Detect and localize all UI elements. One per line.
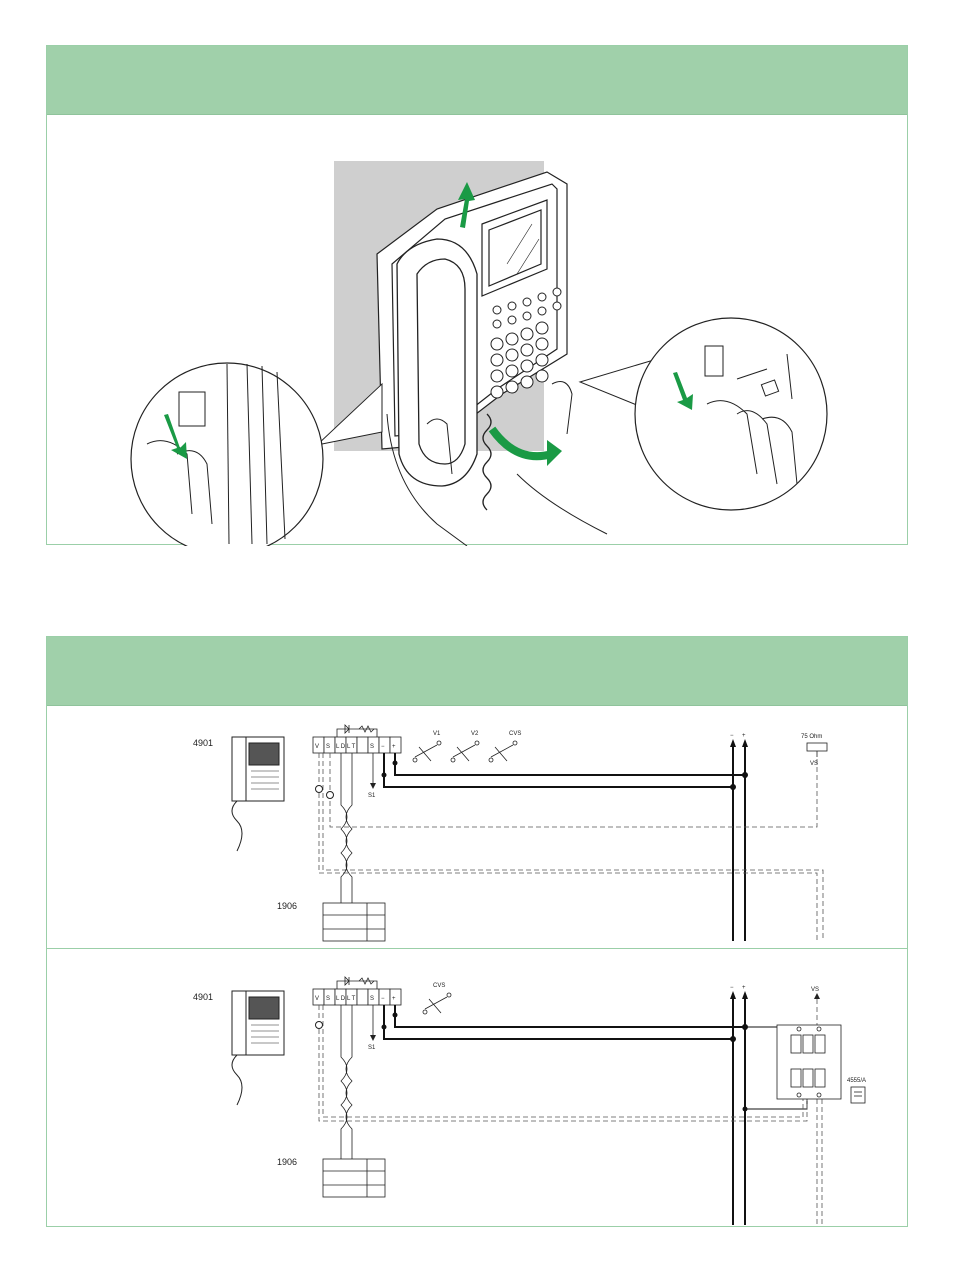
installation-illustration [130,161,828,546]
terminal-ld: L D [336,996,346,1002]
switch-label: S1 [368,793,376,799]
input-v1: V1 [433,731,441,737]
monitor-label: 4901 [193,738,213,748]
monitor-icon [231,990,285,1106]
monitor-icon [231,736,285,852]
input-cvs: CVS [509,731,521,737]
terminal-plus: + [392,744,396,750]
bus-minus: − [730,985,734,991]
handset [396,238,492,511]
terminal-plus: + [392,996,396,1002]
input-connectors [422,992,452,1015]
distributor-module [776,1024,842,1100]
monitor-label: 4901 [193,992,213,1002]
terminal-v: V [315,996,319,1002]
terminal-minus: − [381,744,385,750]
hand-outline [386,381,608,546]
up-arrow-icon [458,182,475,228]
terminal-lt: L T [347,996,356,1002]
terminal-ld: L D [336,744,346,750]
diode-resistor [336,724,378,737]
installation-panel-header [47,46,907,115]
keypad [490,287,562,399]
resistor-icon [806,742,828,752]
terminal-s2: S [370,996,374,1002]
terminal-lt: L T [347,744,356,750]
switch-label: S1 [368,1045,376,1051]
vs-label: VS [811,987,819,993]
wiring-panel-header [47,637,907,706]
bus-plus: + [742,985,746,991]
diagram-divider [47,948,907,949]
power-supply-icon [322,1158,386,1198]
distributor-label: 4555/A [847,1078,866,1084]
terminal-s2: S [370,744,374,750]
distributor-icon [850,1086,866,1104]
input-connectors [412,740,518,763]
input-cvs: CVS [433,983,445,989]
bus-minus: − [730,733,734,739]
supply-label: 1906 [277,1157,297,1167]
bus-plus: + [742,733,746,739]
diode-resistor [336,976,378,989]
twisted-pair [340,1005,353,1161]
terminal-minus: − [381,996,385,1002]
vs-label: VS [810,761,818,767]
terminal-strip [312,736,402,754]
down-arrow-icon [673,372,693,410]
right-detail-circle [578,317,828,511]
video-coax [318,999,823,1225]
bus-wires [383,745,746,941]
video-coax [318,753,824,941]
terminal-s: S [326,744,330,750]
input-v2: V2 [471,731,479,737]
wiring-panel: 4901 V S L D L T S − + S1 [46,636,908,1227]
terminal-v: V [315,744,319,750]
curved-arrow-icon [488,426,554,461]
resistor-label: 75 Ohm [801,734,822,740]
down-arrow-icon [164,414,187,459]
power-supply-icon [322,902,386,942]
supply-label: 1906 [277,901,297,911]
terminal-s: S [326,996,330,1002]
left-detail-circle [130,362,383,546]
installation-panel [46,45,908,546]
twisted-pair [340,753,353,905]
wiring-diagram-2: 4901 V S L D L T S − + S1 [193,976,866,1225]
wiring-diagram-1: 4901 V S L D L T S − + S1 [193,724,828,942]
